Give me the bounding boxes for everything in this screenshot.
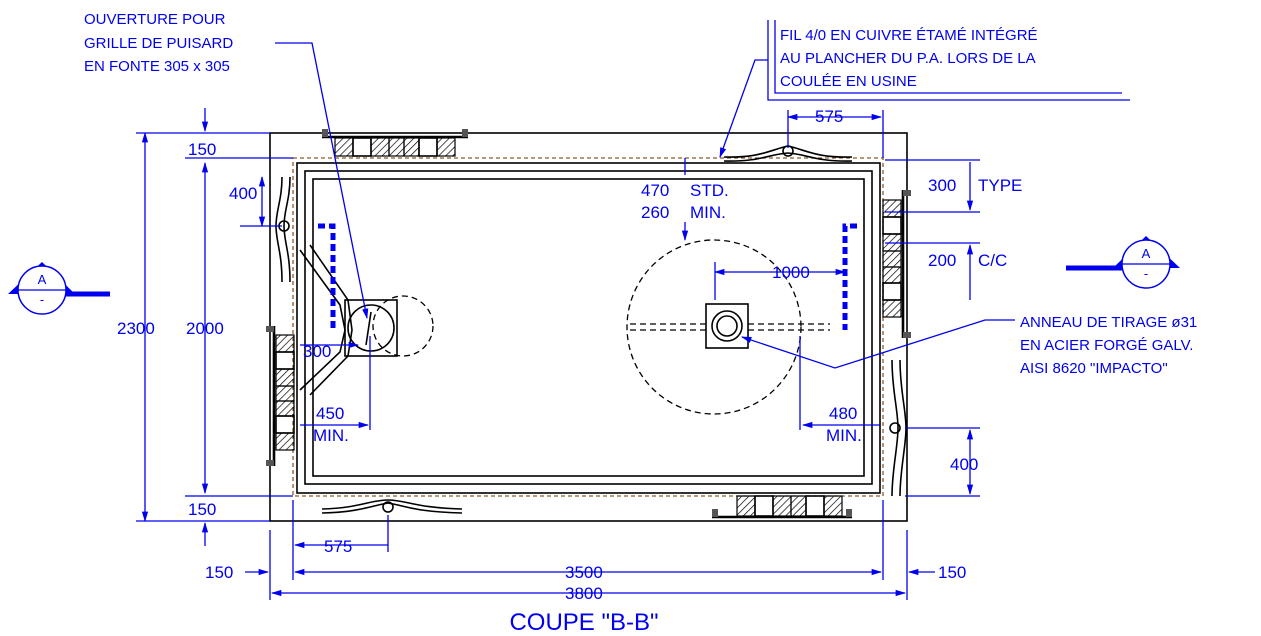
- dim-3500: 3500: [565, 563, 603, 582]
- dim-300: 300: [303, 342, 331, 361]
- left-lifting-blocks: [266, 326, 295, 466]
- drawing-title: COUPE "B-B": [509, 609, 658, 636]
- note-opening-line-3: EN FONTE 305 x 305: [84, 58, 230, 75]
- section-marker-right: A -: [1066, 236, 1180, 289]
- slab-inner-edge-2: [304, 170, 873, 485]
- slab-inner-edge-3: [312, 178, 865, 477]
- note-ring-line-1: ANNEAU DE TIRAGE ø31: [1020, 314, 1197, 331]
- right-lifting-blocks: [882, 190, 911, 338]
- pull-ring: [626, 223, 857, 415]
- dim-150-right-bottom: 150: [938, 563, 966, 582]
- note-wire-line-3: COULÉE EN USINE: [780, 73, 917, 90]
- slab-inner-edge-1: [296, 162, 881, 494]
- dim-150-left-bottom: 150: [205, 563, 233, 582]
- slab-brown-dashed-edge: [292, 157, 884, 497]
- note-wire-line-2: AU PLANCHER DU P.A. LORS DE LA: [780, 50, 1036, 67]
- section-marker-right-sub: -: [1144, 266, 1148, 281]
- dim-1000: 1000: [772, 263, 810, 282]
- dimension-lines: [136, 108, 980, 600]
- section-marker-left-sub: -: [40, 292, 44, 307]
- section-marker-right-letter: A: [1142, 246, 1151, 261]
- sump-opening: [299, 223, 434, 396]
- top-lifting-blocks: [322, 129, 468, 157]
- note-ring-line-3: AISI 8620 "IMPACTO": [1020, 360, 1168, 377]
- note-wire-line-1: FIL 4/0 EN CUIVRE ÉTAMÉ INTÉGRÉ: [780, 27, 1038, 44]
- slab: [269, 132, 908, 522]
- dim-min-left: MIN.: [313, 426, 349, 445]
- dim-2000: 2000: [186, 319, 224, 338]
- dim-cc: C/C: [978, 251, 1007, 270]
- dim-150-top: 150: [188, 140, 216, 159]
- bottom-lifting-blocks: [712, 495, 852, 519]
- dim-200: 200: [928, 251, 956, 270]
- dim-575-bottom: 575: [324, 537, 352, 556]
- dim-3800: 3800: [565, 584, 603, 603]
- dim-2300: 2300: [117, 319, 155, 338]
- leaders: [275, 20, 1130, 369]
- dim-400-right: 400: [950, 455, 978, 474]
- dim-min-top: MIN.: [690, 203, 726, 222]
- dim-470: 470: [641, 181, 669, 200]
- dim-575-top: 575: [815, 107, 843, 126]
- section-marker-left-letter: A: [38, 272, 47, 287]
- dim-480: 480: [829, 404, 857, 423]
- dim-260: 260: [641, 203, 669, 222]
- dim-type: TYPE: [978, 176, 1022, 195]
- dim-400-left: 400: [229, 184, 257, 203]
- note-opening-line-1: OUVERTURE POUR: [84, 11, 226, 28]
- labels: OUVERTURE POUR GRILLE DE PUISARD EN FONT…: [84, 11, 1197, 636]
- note-opening-line-2: GRILLE DE PUISARD: [84, 35, 233, 52]
- dim-std: STD.: [690, 181, 729, 200]
- dim-150-bottom: 150: [188, 500, 216, 519]
- note-ring-line-2: EN ACIER FORGÉ GALV.: [1020, 337, 1193, 354]
- dim-450: 450: [316, 404, 344, 423]
- dim-min-right: MIN.: [826, 426, 862, 445]
- dim-300-right: 300: [928, 176, 956, 195]
- slab-outer-edge: [269, 132, 908, 522]
- section-marker-left: A -: [8, 262, 110, 315]
